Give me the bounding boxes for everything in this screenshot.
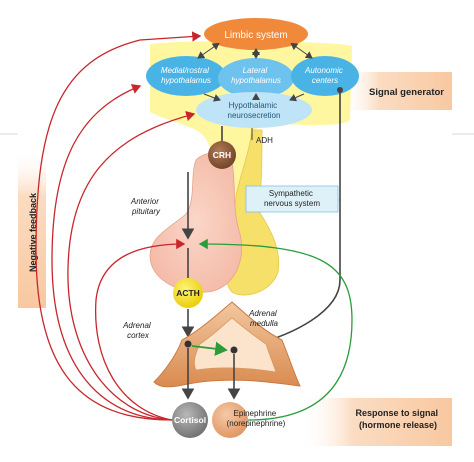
- lateral-hypothalamus-label: Lateral hypothalamus: [231, 66, 281, 85]
- adrenal-medulla-label: Adrenal medulla: [248, 309, 279, 328]
- crh-label: CRH: [213, 150, 231, 160]
- autonomic-to-neuro-arrow: [289, 93, 305, 102]
- limbic-to-medial-arrow: [197, 42, 220, 59]
- autonomic-centers: [291, 56, 359, 96]
- cortex-dot: [184, 340, 192, 348]
- feedback-to-neurosecretion: [67, 110, 196, 421]
- acth-node: [173, 278, 203, 308]
- adrenal-medulla-core: [193, 317, 277, 373]
- acth-label: ACTH: [176, 288, 200, 298]
- medial-to-neuro-arrow: [203, 93, 221, 102]
- anterior-pituitary-label: Anterior pituitary: [130, 197, 161, 216]
- negative-feedback-band: [18, 148, 46, 308]
- limbic-system: [204, 18, 308, 50]
- cortisol-label: Cortisol: [174, 415, 206, 425]
- sympathetic-box: [245, 185, 339, 213]
- adh-label: ADH: [256, 136, 273, 145]
- response-label: Response to signal (hormone release): [355, 408, 440, 430]
- hypothalamus-region: [150, 41, 352, 262]
- medial-rostral-hypothalamus: [146, 56, 226, 96]
- sympathetic-label: Sympathetic nervous system: [264, 189, 320, 208]
- cortisol-node: [172, 402, 208, 438]
- medial-rostral-label: Medial/rostral hypothalamus: [161, 66, 211, 85]
- autonomic-centers-label: Autonomic centers: [304, 66, 345, 85]
- limbic-to-autonomic-arrow: [290, 42, 313, 59]
- epinephrine-label: Epinephrine (norepinephrine): [227, 409, 286, 428]
- adrenal-cortex-label: Adrenal cortex: [122, 321, 153, 340]
- epinephrine-feedback-green: [198, 238, 353, 421]
- signal-generator-label: Signal generator: [369, 87, 444, 98]
- hypothalamic-neurosecretion: [196, 92, 312, 128]
- negative-feedback-label: Negative feedback: [28, 192, 38, 272]
- epinephrine-node: [212, 402, 248, 438]
- feedback-to-medial: [51, 84, 173, 421]
- crh-node: [208, 141, 236, 169]
- cortisol-to-medulla-green-arrow: [191, 341, 228, 356]
- anterior-pituitary-gland: [149, 152, 243, 293]
- feedback-to-limbic: [35, 31, 202, 421]
- limbic-system-label: Limbic system: [224, 30, 287, 41]
- medulla-dot: [230, 346, 238, 354]
- neurosecretion-label: Hypothalamic neurosecretion: [228, 101, 281, 120]
- feedback-to-pituitary: [94, 238, 186, 421]
- lateral-hypothalamus: [218, 58, 294, 98]
- response-band: [300, 398, 452, 446]
